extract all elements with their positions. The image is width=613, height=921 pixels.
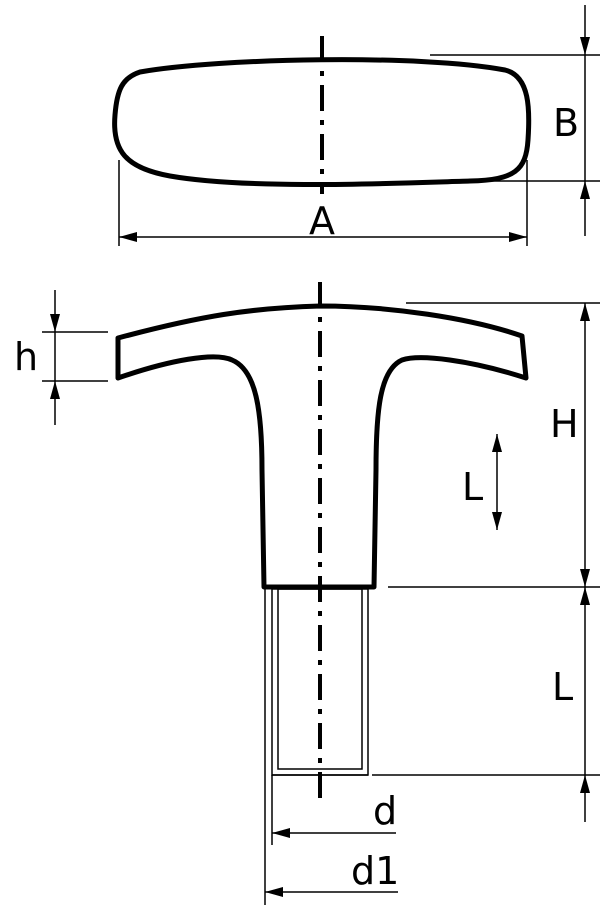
dim-h-arrow-bottom <box>50 381 60 399</box>
dim-d-label: d <box>373 789 397 833</box>
dim-h-label: h <box>14 335 38 379</box>
dim-d1-arrow <box>265 887 283 897</box>
dim-h-arrow-top <box>50 314 60 332</box>
dim-a-arrow-right <box>509 232 527 242</box>
dim-l-thread-label: L <box>552 665 573 709</box>
side-view: h H L L d d1 <box>14 282 600 905</box>
top-view: A B <box>112 5 600 246</box>
dim-H-arrow-top <box>580 303 590 321</box>
dim-H-label: H <box>550 402 579 446</box>
dim-l-thread-arrow-top <box>580 587 590 605</box>
dim-b-arrow-top <box>580 37 590 55</box>
double-arrow-icon <box>492 434 502 530</box>
dim-H-arrow-bottom <box>580 569 590 587</box>
dim-b-label: B <box>553 101 579 145</box>
side-view-handle-outline <box>115 303 529 590</box>
dim-l-travel-label: L <box>462 465 483 509</box>
dim-l-thread-arrow-bottom <box>580 775 590 793</box>
dim-a-label: A <box>309 199 335 243</box>
dim-d1-label: d1 <box>351 849 399 893</box>
dim-d-arrow <box>272 828 290 838</box>
dim-b-arrow-bottom <box>580 181 590 199</box>
dim-a-arrow-left <box>119 232 137 242</box>
